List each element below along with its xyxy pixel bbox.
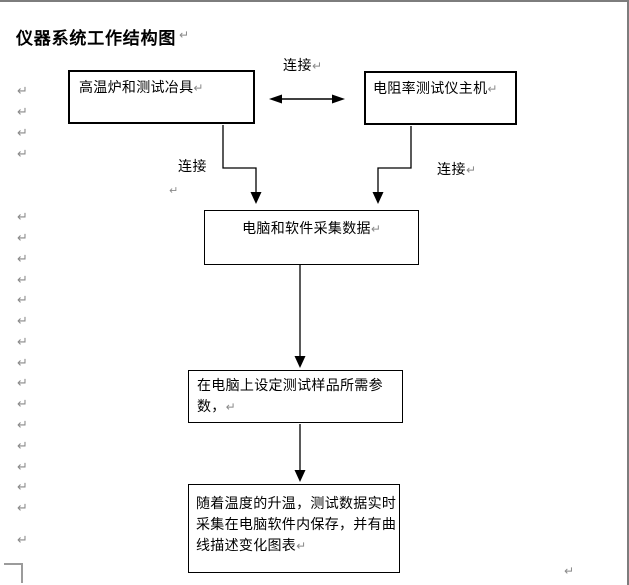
paragraph-mark-icon: ↵: [17, 105, 28, 120]
arrowhead-left-icon: [269, 94, 282, 104]
paragraph-mark-icon: ↵: [17, 397, 28, 412]
connect-label-right[interactable]: 连接↵: [437, 161, 477, 177]
paragraph-mark-icon: ↵: [17, 126, 28, 141]
paragraph-mark-icon: ↵: [17, 418, 28, 433]
flowchart-box-record[interactable]: 随着温度的升温，测试数据实时 采集在电脑软件内保存，并有曲 线描述变化图表↵: [188, 484, 400, 573]
paragraph-mark-icon: ↵: [17, 460, 28, 475]
paragraph-mark-icon: ↵: [17, 501, 28, 516]
box-text: 电脑和软件采集数据↵: [242, 220, 381, 236]
paragraph-mark-icon: ↵: [370, 222, 381, 236]
flowchart-box-params[interactable]: 在电脑上设定测试样品所需参 数，↵: [188, 370, 403, 423]
elbow-connector-tester-to-computer[interactable]: [372, 126, 412, 204]
elbow-connector-furnace-to-computer[interactable]: [222, 125, 262, 204]
flowchart-box-tester[interactable]: 电阻率测试仪主机↵: [364, 71, 517, 125]
box-text: 采集在电脑软件内保存，并有曲: [196, 516, 397, 532]
paragraph-mark-icon: ↵: [487, 82, 498, 96]
box-text: 数，↵: [197, 398, 236, 414]
paragraph-mark-icon: ↵: [564, 564, 575, 578]
paragraph-mark-icon: ↵: [312, 59, 323, 73]
paragraph-mark-icon: ↵: [17, 210, 28, 225]
paragraph-mark-icon: ↵: [17, 252, 28, 267]
paragraph-mark-icon: ↵: [193, 81, 204, 95]
text-boundary-corner-mark: [4, 563, 23, 583]
arrow-computer-to-params[interactable]: [294, 265, 306, 368]
paragraph-mark-icon: ↵: [17, 84, 28, 99]
paragraph-mark-icon: ↵: [17, 314, 28, 329]
arrowhead-right-icon: [332, 94, 345, 104]
paragraph-mark-icon: ↵: [225, 400, 236, 414]
flowchart-box-computer[interactable]: 电脑和软件采集数据↵: [204, 210, 419, 265]
box-text: 线描述变化图表↵: [196, 537, 307, 553]
arrowhead-down-icon: [294, 356, 306, 368]
paragraph-mark-icon: ↵: [17, 480, 28, 495]
paragraph-mark-icon: ↵: [17, 439, 28, 454]
box-text: 高温炉和测试冶具↵: [79, 79, 204, 95]
paragraph-mark-icon: ↵: [296, 539, 307, 553]
paragraph-mark-icon: ↵: [17, 273, 28, 288]
paragraph-mark-icon: ↵: [17, 231, 28, 246]
paragraph-mark-icon: ↵: [17, 533, 28, 548]
arrowhead-down-icon: [250, 192, 262, 204]
box-text: 在电脑上设定测试样品所需参: [197, 377, 383, 393]
flowchart-box-furnace[interactable]: 高温炉和测试冶具↵: [68, 70, 255, 124]
paragraph-mark-icon: ↵: [17, 335, 28, 350]
page-title: 仪器系统工作结构图: [16, 29, 177, 48]
paragraph-mark-icon: ↵: [17, 356, 28, 371]
paragraph-mark-icon: ↵: [466, 163, 477, 177]
arrow-params-to-record[interactable]: [294, 424, 306, 482]
paragraph-mark-icon: ↵: [169, 184, 179, 197]
paragraph-mark-icon: ↵: [17, 147, 28, 162]
paragraph-mark-icon: ↵: [179, 28, 190, 42]
connect-label-left[interactable]: 连接: [178, 158, 207, 174]
arrowhead-down-icon: [294, 470, 306, 482]
arrowhead-down-icon: [372, 192, 384, 204]
connect-label-top[interactable]: 连接↵: [283, 57, 323, 73]
paragraph-mark-icon: ↵: [17, 376, 28, 391]
paragraph-mark-icon: ↵: [17, 293, 28, 308]
double-arrow-connector[interactable]: [269, 94, 345, 104]
box-text: 电阻率测试仪主机↵: [373, 80, 498, 96]
box-text: 随着温度的升温，测试数据实时: [196, 495, 397, 511]
